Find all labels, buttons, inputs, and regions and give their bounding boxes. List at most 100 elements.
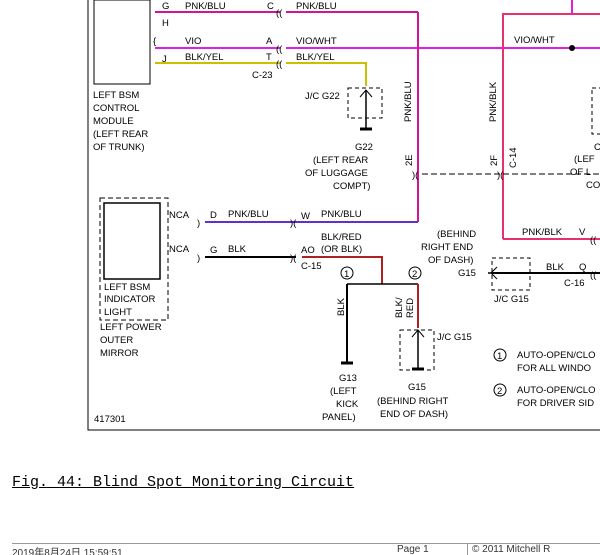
wire-pnk-blk-vertical xyxy=(502,13,600,48)
note-2-line-2: FOR DRIVER SID xyxy=(517,398,594,409)
note-1-line-1: AUTO-OPEN/CLO xyxy=(517,350,595,361)
module-title-1: LEFT BSM xyxy=(93,90,139,101)
c16-label: C-16 xyxy=(564,278,585,289)
wiring-diagram: LEFT BSM CONTROL MODULE (LEFT REAR OF TR… xyxy=(87,0,600,431)
ground-g22-loc-3: COMPT) xyxy=(333,181,370,192)
splice-2e-label: 2E xyxy=(404,154,415,166)
indicator-title-1: LEFT BSM xyxy=(104,282,150,293)
indicator-title-3: LIGHT xyxy=(104,307,132,318)
note-1-circle xyxy=(493,348,507,362)
conn-pin-t: T xyxy=(266,52,272,63)
module-pin-h: H xyxy=(162,18,169,29)
indicator-title-2: INDICATOR xyxy=(104,294,156,305)
module-pin-g: G xyxy=(162,1,169,12)
module-title-4: (LEFT REAR xyxy=(93,129,148,140)
marker-1-text: 1 xyxy=(344,269,349,280)
conn-symbol-2: (( xyxy=(276,44,283,55)
ground-g13-label: G13 xyxy=(339,373,357,384)
c15-symbol-2: )( xyxy=(290,253,297,264)
indicator-pin-d: D xyxy=(210,210,217,221)
splice-2f-symbol: )( xyxy=(497,170,504,181)
ground-g15-loc-2: END OF DASH) xyxy=(380,409,448,420)
wire-blk-red xyxy=(302,256,383,284)
ground-g13-loc-3: PANEL) xyxy=(322,412,356,423)
vertical-wire-label-pnk-blk: PNK/BLK xyxy=(488,81,499,122)
wire-label-vio-wht: VIO/WHT xyxy=(296,36,337,47)
module-pin-j: J xyxy=(162,54,167,65)
module-title-3: MODULE xyxy=(93,116,134,127)
c15-symbol-1: )( xyxy=(290,218,297,229)
ground-g15-loc-1: (BEHIND RIGHT xyxy=(377,396,448,407)
connector-c15-label: C-15 xyxy=(301,261,322,272)
pnk-blk-v-symbol: (( xyxy=(590,235,597,246)
connector-c23-label: C-23 xyxy=(252,70,273,81)
wire-label-pnk-blu-2: PNK/BLU xyxy=(296,1,337,12)
diagram-id: 417301 xyxy=(94,414,126,425)
figure-caption: Fig. 44: Blind Spot Monitoring Circuit xyxy=(12,474,355,491)
ground-g13-loc-1: (LEFT xyxy=(330,386,357,397)
wire-blk-g13-label: BLK xyxy=(336,297,347,316)
note-1-line-2: FOR ALL WINDO xyxy=(517,363,591,374)
partial-right-2: (LEF xyxy=(574,154,595,165)
nca-label-1: NCA xyxy=(169,210,190,221)
c16-wire-blk: BLK xyxy=(546,262,565,273)
footer-page: Page 1 xyxy=(397,544,429,555)
indicator-wire-blk: BLK xyxy=(228,244,247,255)
c16-pin-q: Q xyxy=(579,262,586,273)
jc-g22-label: J/C G22 xyxy=(305,91,340,102)
partial-right-4: CO xyxy=(586,180,600,191)
pnk-blk-v-pin: V xyxy=(579,227,586,238)
ground-g22-loc-2: OF LUGGAGE xyxy=(305,168,368,179)
note-2-circle xyxy=(493,383,507,397)
ground-g15-label: G15 xyxy=(408,382,426,393)
note-1-num: 1 xyxy=(497,351,502,362)
wire-blk-red-label-2: RED xyxy=(405,298,416,318)
partial-right-1: C xyxy=(594,142,600,153)
wire-label-blk-yel-2: BLK/YEL xyxy=(296,52,335,63)
c15-wire-blk-red: BLK/RED xyxy=(321,232,362,243)
footer-timestamp: 2019年8月24日 15:59:51 xyxy=(12,548,123,555)
behind-dash-1: (BEHIND xyxy=(437,229,476,240)
indicator-conn-symbol-2: ) xyxy=(197,253,200,264)
footer-copyright: © 2011 Mitchell R xyxy=(467,544,550,555)
conn-pin-a: A xyxy=(266,36,273,47)
indicator-pin-g: G xyxy=(210,245,217,256)
wire-blk-yel-b xyxy=(286,62,367,86)
bsm-control-module xyxy=(93,0,151,85)
vertical-wire-label-pnk-blu: PNK/BLU xyxy=(403,81,414,122)
mirror-title-1: LEFT POWER xyxy=(100,322,162,333)
c16-symbol: (( xyxy=(590,270,597,281)
wire-label-vio-wht-right: VIO/WHT xyxy=(514,35,555,46)
module-title-2: CONTROL xyxy=(93,103,139,114)
indicator-light-inner xyxy=(103,202,161,280)
diagram-frame xyxy=(87,0,600,431)
indicator-conn-symbol-1: ) xyxy=(197,218,200,229)
partial-right-box xyxy=(591,87,600,135)
marker-2-circle xyxy=(408,266,422,280)
indicator-wire-pnk-blu: PNK/BLU xyxy=(228,209,269,220)
partial-right-3: OF L xyxy=(570,167,591,178)
pnk-blk-v-wire: PNK/BLK xyxy=(522,227,563,238)
nca-label-2: NCA xyxy=(169,244,190,255)
c15-pin-w: W xyxy=(301,211,310,222)
splice-2e-symbol: )( xyxy=(412,170,419,181)
jc-g15-box xyxy=(399,329,435,371)
module-title-5: OF TRUNK) xyxy=(93,142,145,153)
mirror-title-2: OUTER xyxy=(100,335,133,346)
mirror-title-3: MIRROR xyxy=(100,348,139,359)
wire-label-pnk-blu-1: PNK/BLU xyxy=(185,1,226,12)
page-footer: 2019年8月24日 15:59:51 Page 1 © 2011 Mitche… xyxy=(12,543,600,555)
g15-splice-label: G15 xyxy=(458,268,476,279)
wire-label-blk-yel: BLK/YEL xyxy=(185,52,224,63)
marker-1-circle xyxy=(340,266,354,280)
c15-pin-ao: AO xyxy=(301,245,315,256)
splice-2f-label: 2F xyxy=(489,155,500,166)
indicator-light-outer xyxy=(99,197,169,321)
jc-g22-box xyxy=(347,87,383,119)
marker-2-text: 2 xyxy=(412,269,417,280)
wire-blk-red-label-1: BLK/ xyxy=(394,297,405,318)
conn-symbol-1: (( xyxy=(276,8,283,19)
conn-pin-c: C xyxy=(267,1,274,12)
wire-label-vio: VIO xyxy=(185,36,201,47)
behind-dash-3: OF DASH) xyxy=(428,255,473,266)
